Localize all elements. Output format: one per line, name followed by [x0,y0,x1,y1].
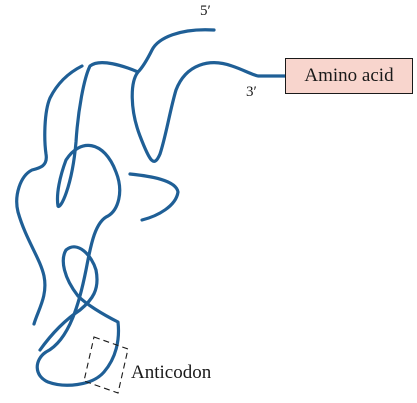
anticodon-label: Anticodon [131,362,211,384]
trna-strand [17,30,285,385]
five-prime-label: 5′ [200,3,211,20]
three-prime-label: 3′ [246,84,257,101]
amino-acid-box: Amino acid [285,58,413,94]
anticodon-dashed-box [84,337,128,393]
